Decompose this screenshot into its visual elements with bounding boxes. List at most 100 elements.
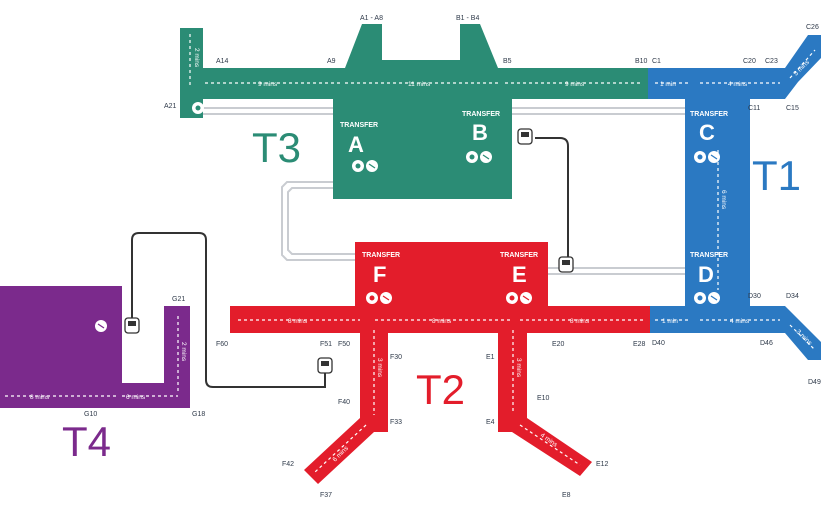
gate-d34: D34 (786, 293, 799, 300)
gate-e4: E4 (486, 419, 495, 426)
gate-labels: A1 - A8 B1 - B4 A14 A9 B5 B10 C1 C20 C23… (84, 15, 821, 499)
terminal-t4 (0, 286, 190, 408)
gate-c20: C20 (743, 58, 756, 65)
shop-icon (366, 160, 378, 172)
shop-icon (520, 292, 532, 304)
walk-f-f40: 3 mins (376, 358, 383, 378)
gate-c11: C11 (748, 105, 760, 112)
skytrain-track-t3-t1 (512, 107, 685, 115)
skytrain-track-t3 (195, 107, 345, 115)
transfer-b-letter: B (472, 120, 488, 145)
gate-b10: B10 (635, 58, 648, 65)
walk-a14-a9: 9 mins (258, 81, 278, 88)
gate-b1-b4: B1 - B4 (456, 15, 479, 22)
watermark: TRAVEL TOGETHER (1, 488, 120, 499)
bus-icon (124, 317, 140, 334)
gate-a9: A9 (327, 58, 336, 65)
gate-f37: F37 (320, 492, 332, 499)
gate-f30: F30 (390, 354, 402, 361)
walk-t4-g10: 8 mins (30, 394, 50, 401)
gate-d40: D40 (652, 340, 665, 347)
terminal-t1-shape (648, 35, 821, 360)
bus-icon (558, 256, 574, 273)
gate-e1: E1 (486, 354, 495, 361)
walk-g21-g18: 2 mins (180, 342, 187, 362)
gate-d49: D49 (808, 379, 821, 386)
shop-icon (480, 151, 492, 163)
gate-d30: D30 (748, 293, 761, 300)
watermark-text: TRAVEL TOGETHER (8, 488, 108, 499)
walk-a21-a14: 2 mins (193, 48, 200, 68)
walk-f60-f: 8 mins (288, 318, 308, 325)
walk-b10-c1: 1 min (660, 81, 676, 88)
gate-c26: C26 (806, 24, 819, 31)
walkway-lines (5, 34, 816, 473)
transfer-f-letter: F (373, 262, 386, 287)
transfer-a-letter: A (348, 132, 364, 157)
terminal-t2 (230, 242, 650, 484)
info-icon (366, 292, 378, 304)
transfer-e-letter: E (512, 262, 527, 287)
info-icon (694, 151, 706, 163)
info-icon (694, 292, 706, 304)
info-icon (192, 102, 204, 114)
terminal-t3-label: T3 (252, 124, 301, 171)
gate-f40: F40 (338, 399, 350, 406)
terminal-t3 (180, 24, 648, 199)
gate-e28: E28 (633, 341, 646, 348)
transfer-b-label: TRANSFER (462, 111, 500, 118)
transfer-d-label: TRANSFER (690, 252, 728, 259)
info-icon (466, 151, 478, 163)
walk-d40-d46: 4 mins (730, 318, 750, 325)
terminal-t3-shape (180, 24, 648, 199)
bus-route-t4-t2 (131, 232, 326, 388)
gate-f33: F33 (390, 419, 402, 426)
gate-a14: A14 (216, 58, 229, 65)
terminal-t2-shape (230, 242, 650, 484)
terminal-t4-label: T4 (62, 418, 111, 465)
gate-f42: F42 (282, 461, 294, 468)
dot-icon (1, 490, 5, 494)
shop-icon (95, 320, 107, 332)
gate-e12: E12 (596, 461, 609, 468)
gate-f51: F51 (320, 341, 332, 348)
gate-g18: G18 (192, 411, 205, 418)
terminal-t1 (648, 35, 821, 360)
gate-a1-a8: A1 - A8 (360, 15, 383, 22)
gate-c23: C23 (765, 58, 778, 65)
skytrain-track-t3-t2 (281, 181, 355, 261)
walk-e28-d40: 1 min (662, 318, 678, 325)
walk-b5-b10: 9 mins (565, 81, 585, 88)
gate-d46: D46 (760, 340, 773, 347)
service-icons (95, 102, 720, 332)
transfer-zones: TRANSFER A TRANSFER B TRANSFER C TRANSFE… (340, 111, 728, 287)
dot-icon (116, 490, 120, 494)
bus-route-t3-t2 (535, 137, 569, 258)
gate-e8: E8 (562, 492, 571, 499)
walk-a9-b5: 11 mins (408, 81, 431, 88)
walk-f-e: 8 mins (432, 318, 452, 325)
terminal-t2-label: T2 (416, 366, 465, 413)
walk-e-e10: 3 mins (515, 358, 522, 378)
gate-c1: C1 (652, 58, 661, 65)
gate-f50: F50 (338, 341, 350, 348)
walk-e-e28: 8 mins (570, 318, 590, 325)
transfer-c-letter: C (699, 120, 715, 145)
gate-g21: G21 (172, 296, 185, 303)
gate-a21: A21 (164, 103, 177, 110)
shop-icon (708, 292, 720, 304)
terminal-t4-shape (0, 286, 190, 408)
gate-b5: B5 (503, 58, 512, 65)
transfer-e-label: TRANSFER (500, 252, 538, 259)
gate-c15: C15 (786, 105, 799, 112)
transfer-c-label: TRANSFER (690, 111, 728, 118)
info-icon (352, 160, 364, 172)
terminal-t1-label: T1 (752, 152, 801, 199)
walk-c-d: 6 mins (720, 190, 727, 210)
gate-f60: F60 (216, 341, 228, 348)
gate-e10: E10 (537, 395, 550, 402)
transfer-f-label: TRANSFER (362, 252, 400, 259)
bus-icon (517, 128, 533, 145)
